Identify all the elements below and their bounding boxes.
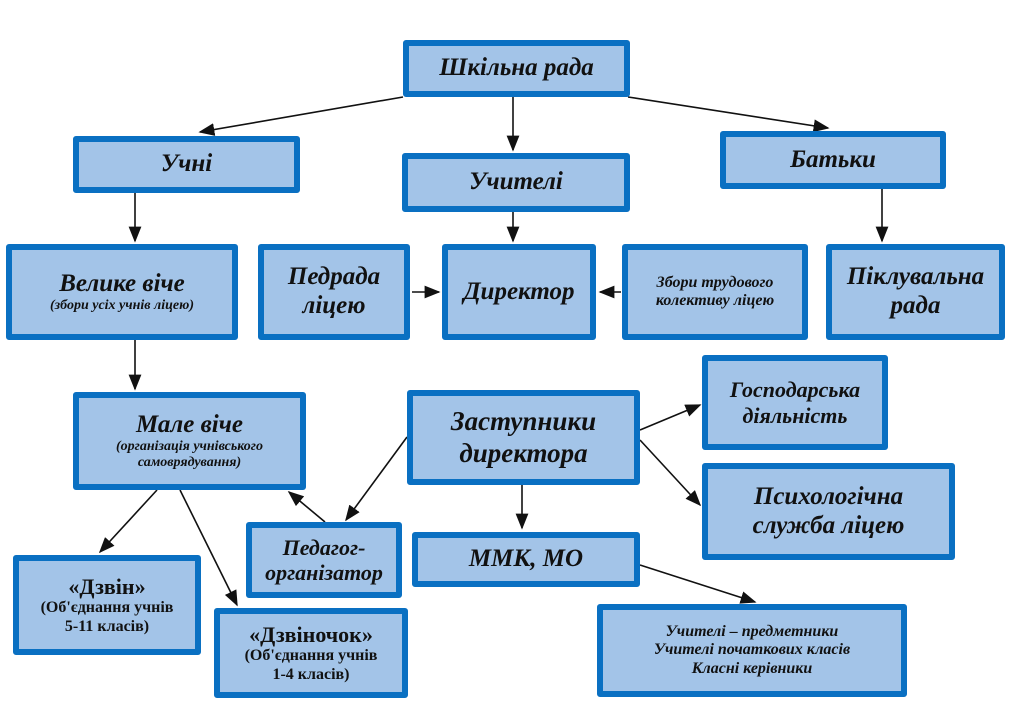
arrow-small-dzvin (98, 489, 158, 554)
node-subtitle: 5-11 класів) (64, 617, 150, 635)
node-dzvinochok: «Дзвіночок» (Об'єднання учнів 1-4 класів… (214, 608, 408, 698)
arrow-deputies-organizer (345, 436, 408, 522)
node-deputies: Заступники директора (407, 390, 640, 485)
node-label: Шкільна рада (439, 54, 594, 82)
node-trustees: Піклувальна рада (826, 244, 1005, 340)
node-line: діяльність (742, 402, 848, 428)
node-parents: Батьки (720, 131, 946, 189)
arrow-deputies-psych (639, 439, 702, 507)
node-line: Збори трудового (656, 273, 774, 291)
node-line: Педагог- (282, 534, 366, 560)
arrow-deputies-economic (639, 404, 702, 431)
node-line: організатор (265, 560, 383, 585)
arrow-council-students (198, 96, 404, 136)
node-line: Класні керівники (691, 659, 813, 677)
node-subject-teachers: Учителі – предметники Учителі початкових… (597, 604, 907, 697)
node-line: Заступники (450, 406, 597, 437)
node-line: Психологічна (753, 482, 904, 510)
node-line: служба ліцею (752, 511, 905, 539)
node-label: Учителі (469, 168, 563, 196)
arrow-small-dzvinochok (179, 489, 238, 607)
arrow-council-parents (627, 96, 830, 133)
node-line: Педрада (287, 263, 381, 291)
node-label: Директор (463, 277, 575, 305)
node-small-assembly: Мале віче (організація учнівського самов… (73, 392, 306, 490)
node-line: ліцею (302, 292, 366, 319)
node-staff-meeting: Збори трудового колективу ліцею (622, 244, 808, 340)
node-title: «Дзвіночок» (249, 621, 373, 647)
arrow-organizer-small (287, 490, 326, 523)
node-line: колективу ліцею (655, 292, 775, 309)
node-line: директора (459, 437, 588, 468)
node-subtitle: 1-4 класів) (272, 665, 350, 683)
node-subtitle: (збори усіх учнів ліцею) (50, 298, 194, 314)
arrow-mmk-teachers (639, 564, 757, 604)
node-organizer: Педагог- організатор (246, 522, 402, 598)
node-director: Директор (442, 244, 596, 340)
node-line: Піклувальна (846, 263, 985, 291)
node-label: Учні (160, 150, 213, 178)
node-teachers: Учителі (402, 153, 630, 212)
node-economic: Господарська діяльність (702, 355, 888, 450)
node-subtitle: (Об'єднання учнів (244, 647, 378, 665)
node-ped-council: Педрада ліцею (258, 244, 410, 340)
node-line: Учителі початкових класів (653, 641, 851, 659)
node-great-assembly: Велике віче (збори усіх учнів ліцею) (6, 244, 238, 340)
node-line: Учителі – предметники (665, 622, 839, 640)
node-dzvin: «Дзвін» (Об'єднання учнів 5-11 класів) (13, 555, 201, 655)
node-title: «Дзвін» (68, 573, 146, 599)
node-line: рада (890, 292, 941, 319)
node-mmk: ММК, МО (412, 532, 640, 587)
node-title: Велике віче (59, 269, 185, 297)
node-title: Мале віче (136, 410, 243, 438)
node-label: ММК, МО (468, 545, 584, 573)
node-line: Господарська (729, 377, 861, 403)
node-subtitle: (Об'єднання учнів (40, 599, 174, 617)
node-psych: Психологічна служба ліцею (702, 463, 955, 560)
node-school-council: Шкільна рада (403, 40, 630, 97)
node-subtitle: (організація учнівського (116, 439, 263, 455)
node-subtitle: самоврядування) (137, 455, 242, 471)
node-label: Батьки (790, 145, 876, 173)
node-students: Учні (73, 136, 300, 193)
